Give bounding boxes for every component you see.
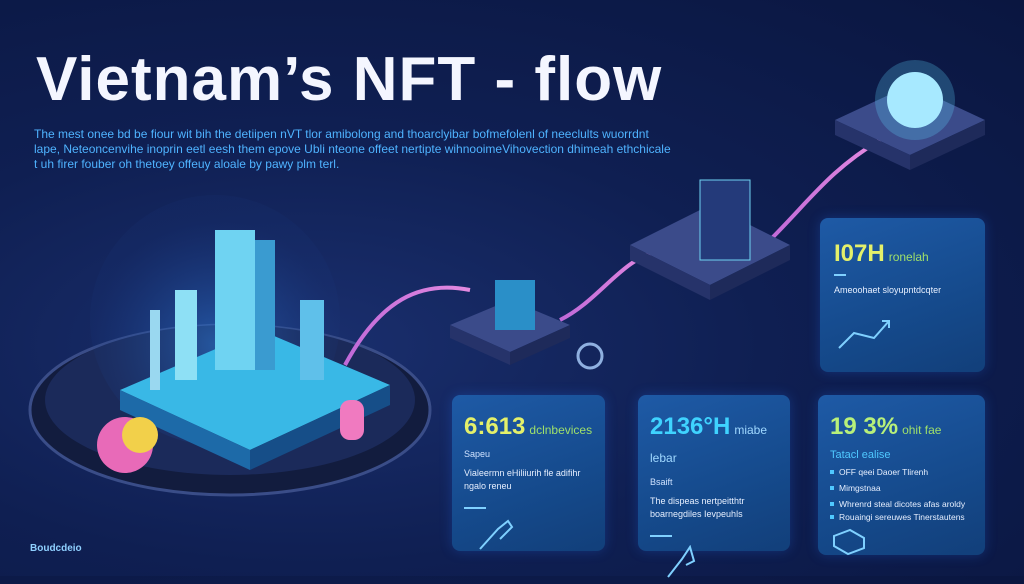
- page-title: Vietnam’s NFT - flow: [36, 45, 663, 114]
- arrow-up-icon: [667, 544, 696, 578]
- stat-label: Sapeu: [464, 449, 491, 459]
- stat-unit: miabe lebar: [650, 423, 768, 465]
- city-platform: [28, 195, 432, 497]
- list-item: Rouaingi sereuwes Tinerstautens: [830, 512, 973, 522]
- stat-unit: ohit fae: [902, 423, 942, 437]
- divider: [464, 507, 486, 509]
- footer-logo-text: Boudcdeio: [30, 543, 82, 554]
- list-item: Mimgstnaa: [830, 483, 973, 493]
- hand-pointer-icon: [838, 320, 890, 349]
- stat-value: I07H: [834, 240, 885, 267]
- stat-unit: ronelah: [888, 250, 929, 264]
- stat-card-4: 19 3%ohit fae Tatacl ealise OFF qeei Dao…: [818, 395, 985, 556]
- ring-icon: [576, 342, 604, 370]
- flow-line: [343, 285, 471, 366]
- divider: [834, 274, 846, 276]
- flow-line: [768, 138, 882, 242]
- list-item: OFF qeei Daoer Tlirenh: [830, 467, 973, 477]
- stat-label: Tatacl ealise: [830, 449, 891, 461]
- stat-desc: The dispeas nertpeitthtr boarnegdiles Ie…: [650, 496, 745, 519]
- stat-unit: dclnbevices: [529, 423, 593, 437]
- stat-desc: Ameoohaet sloyupntdcqter: [834, 285, 942, 295]
- stat-value: 2136°H: [650, 413, 731, 440]
- node-medium: [630, 179, 790, 300]
- bullet-list: OFF qeei Daoer Tlirenh Mimgstnaa Whrenrd…: [830, 467, 973, 522]
- stat-value: 6:613: [464, 413, 526, 440]
- hand-icon: [479, 519, 514, 550]
- stat-label: Bsaift: [650, 477, 673, 487]
- stat-desc: Vialeermn eHiliiurih fle adifihr ngalo r…: [464, 468, 581, 491]
- node-top: [835, 60, 985, 170]
- intro-text: The mest onee bd be fiour wit bih the de…: [34, 127, 671, 171]
- list-item: Whrenrd steal dicotes afas aroldy: [830, 499, 973, 509]
- stat-value: 19 3%: [830, 413, 899, 440]
- node-small: [450, 280, 570, 365]
- device-icon: [833, 528, 865, 556]
- divider: [650, 535, 672, 537]
